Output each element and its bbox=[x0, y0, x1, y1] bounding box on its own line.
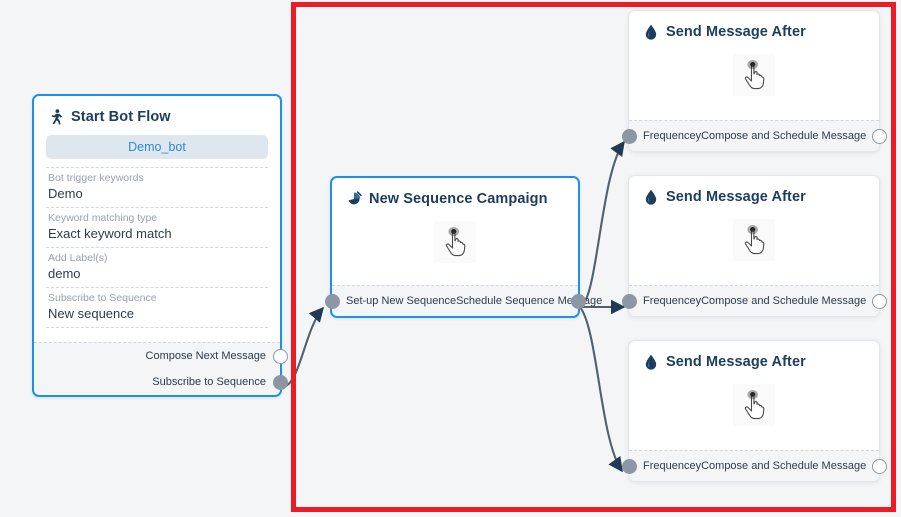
port-label-compose-and-schedule-message: Compose and Schedule Message bbox=[701, 295, 867, 307]
port-frequencey[interactable] bbox=[621, 458, 637, 474]
new-sequence-campaign-footer: Set-up New Sequence Schedule Sequence Me… bbox=[324, 285, 602, 316]
port-frequencey[interactable] bbox=[621, 293, 637, 309]
field-add-labels[interactable]: Add Label(s) demo bbox=[46, 248, 268, 288]
node-send-message-after-2-title: Send Message After bbox=[666, 188, 806, 205]
field-value: Exact keyword match bbox=[48, 226, 172, 241]
port-label-frequencey: Frequencey bbox=[643, 295, 702, 307]
port-label-setup-new-sequence: Set-up New Sequence bbox=[346, 295, 457, 307]
field-label: Add Label(s) bbox=[48, 252, 108, 264]
node-start-bot-flow-header: Start Bot Flow bbox=[34, 96, 280, 129]
node-send-message-after-1-title: Send Message After bbox=[666, 23, 806, 40]
port-label-subscribe-to-sequence: Subscribe to Sequence bbox=[152, 376, 266, 388]
sequence-campaign-icon bbox=[346, 190, 362, 207]
running-person-icon bbox=[48, 108, 64, 125]
node-send-message-after-3-header: Send Message After bbox=[629, 341, 879, 374]
node-send-message-after-1[interactable]: Send Message After Frequencey Compose an… bbox=[621, 10, 887, 152]
port-row-sequence[interactable]: Set-up New Sequence Schedule Sequence Me… bbox=[332, 286, 602, 316]
port-row-send-2[interactable]: Frequencey Compose and Schedule Message bbox=[629, 286, 879, 316]
send-message-after-1-footer: Frequencey Compose and Schedule Message bbox=[621, 120, 887, 151]
port-compose-and-schedule-message[interactable] bbox=[871, 293, 887, 309]
node-send-message-after-2-header: Send Message After bbox=[629, 176, 879, 209]
port-row-subscribe-to-sequence[interactable]: Subscribe to Sequence bbox=[34, 369, 288, 395]
node-send-message-after-1-header: Send Message After bbox=[629, 11, 879, 44]
port-label-frequencey: Frequencey bbox=[643, 460, 702, 472]
pointing-hand-cursor-icon bbox=[733, 54, 775, 96]
field-label: Bot trigger keywords bbox=[48, 172, 144, 184]
new-sequence-campaign-body bbox=[332, 211, 578, 273]
node-start-bot-flow-title: Start Bot Flow bbox=[71, 108, 171, 125]
water-drop-icon bbox=[643, 188, 659, 205]
port-subscribe-to-sequence[interactable] bbox=[272, 374, 288, 390]
port-compose-next-message[interactable] bbox=[272, 348, 288, 364]
node-start-bot-flow[interactable]: Start Bot Flow Demo_bot Bot trigger keyw… bbox=[32, 94, 288, 397]
port-label-frequencey: Frequencey bbox=[643, 130, 702, 142]
bot-selector-pill[interactable]: Demo_bot bbox=[46, 135, 268, 159]
port-frequencey[interactable] bbox=[621, 128, 637, 144]
field-subscribe-to-sequence[interactable]: Subscribe to Sequence New sequence bbox=[46, 288, 268, 328]
node-send-message-after-2[interactable]: Send Message After Frequencey Compose an… bbox=[621, 175, 887, 317]
field-keyword-matching-type[interactable]: Keyword matching type Exact keyword matc… bbox=[46, 208, 268, 248]
port-label-compose-and-schedule-message: Compose and Schedule Message bbox=[701, 130, 867, 142]
pointing-hand-cursor-icon bbox=[733, 384, 775, 426]
port-compose-and-schedule-message[interactable] bbox=[871, 128, 887, 144]
port-schedule-sequence-message[interactable] bbox=[570, 293, 586, 309]
node-send-message-after-3-title: Send Message After bbox=[666, 353, 806, 370]
field-label: Subscribe to Sequence bbox=[48, 292, 157, 304]
node-new-sequence-campaign-header: New Sequence Campaign bbox=[332, 178, 578, 211]
field-bot-trigger-keywords[interactable]: Bot trigger keywords Demo bbox=[46, 168, 268, 208]
field-value: demo bbox=[48, 266, 81, 281]
water-drop-icon bbox=[643, 23, 659, 40]
port-label-compose-and-schedule-message: Compose and Schedule Message bbox=[701, 460, 867, 472]
send-message-after-2-footer: Frequencey Compose and Schedule Message bbox=[621, 285, 887, 316]
port-setup-new-sequence[interactable] bbox=[324, 293, 340, 309]
port-label-compose-next-message: Compose Next Message bbox=[145, 350, 266, 362]
port-compose-and-schedule-message[interactable] bbox=[871, 458, 887, 474]
node-new-sequence-campaign[interactable]: New Sequence Campaign Set-up New Sequenc… bbox=[324, 176, 602, 318]
red-highlight-rectangle bbox=[291, 2, 896, 512]
port-label-schedule-sequence-message: Schedule Sequence Message bbox=[456, 295, 603, 307]
start-bot-flow-fields: Bot trigger keywords Demo Keyword matchi… bbox=[46, 167, 268, 328]
port-row-send-1[interactable]: Frequencey Compose and Schedule Message bbox=[629, 121, 879, 151]
send-message-after-3-body bbox=[629, 374, 879, 436]
field-value: New sequence bbox=[48, 306, 134, 321]
port-row-compose-next-message[interactable]: Compose Next Message bbox=[34, 343, 288, 369]
field-label: Keyword matching type bbox=[48, 212, 158, 224]
send-message-after-3-footer: Frequencey Compose and Schedule Message bbox=[621, 450, 887, 481]
field-value: Demo bbox=[48, 186, 83, 201]
start-bot-flow-footer: Compose Next Message Subscribe to Sequen… bbox=[34, 342, 288, 395]
pointing-hand-cursor-icon bbox=[733, 219, 775, 261]
water-drop-icon bbox=[643, 353, 659, 370]
send-message-after-2-body bbox=[629, 209, 879, 271]
port-row-send-3[interactable]: Frequencey Compose and Schedule Message bbox=[629, 451, 879, 481]
pointing-hand-cursor-icon bbox=[434, 221, 476, 263]
send-message-after-1-body bbox=[629, 44, 879, 106]
node-send-message-after-3[interactable]: Send Message After Frequencey Compose an… bbox=[621, 340, 887, 482]
node-new-sequence-campaign-title: New Sequence Campaign bbox=[369, 190, 548, 207]
